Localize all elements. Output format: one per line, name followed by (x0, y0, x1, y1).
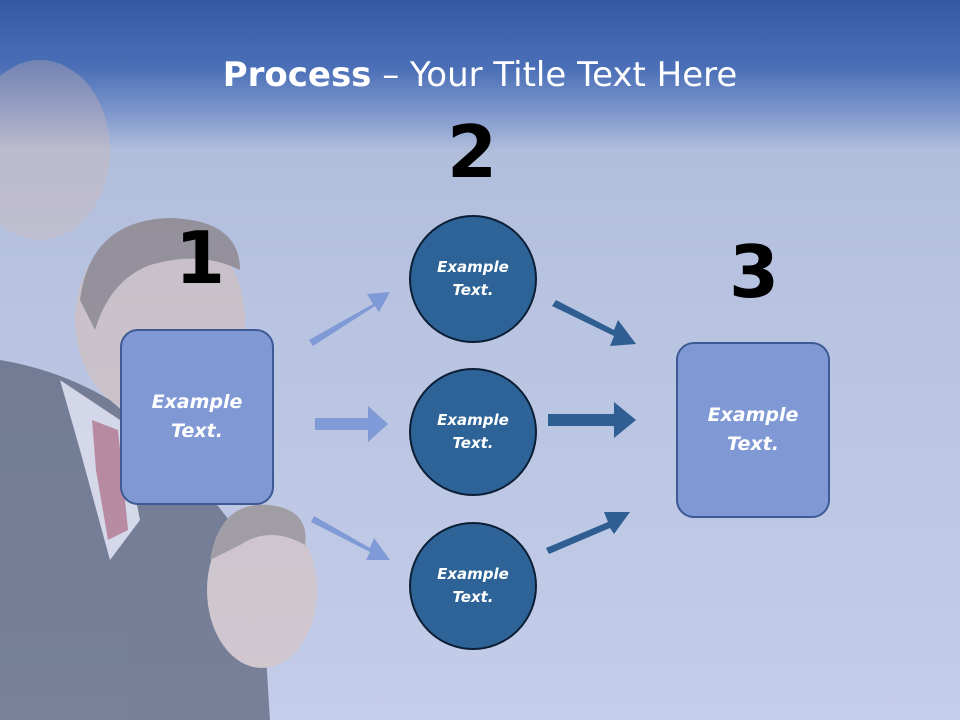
circle-bottom-line1: Example (437, 565, 509, 583)
circle-bottom-line2: Text. (452, 588, 494, 606)
arrow-down-right-light (311, 516, 390, 560)
right-box-line2: Text. (727, 433, 779, 455)
title-bold: Process (222, 55, 372, 95)
arrow-down-right-dark (552, 300, 636, 346)
step-number-3: 3 (728, 230, 780, 314)
circle-middle-line2: Text. (452, 434, 494, 452)
title-rest: – Your Title Text Here (371, 55, 738, 95)
step-number-1: 1 (174, 216, 226, 300)
circle-middle-line1: Example (437, 411, 509, 429)
arrow-right-dark (548, 402, 636, 438)
step-number-2: 2 (446, 110, 498, 194)
header-band (0, 0, 960, 150)
left-box-line2: Text. (171, 420, 223, 442)
circle-top-line1: Example (437, 258, 509, 276)
right-box-line1: Example (707, 404, 799, 426)
arrow-up-right-dark (546, 512, 630, 554)
arrow-right-light (315, 406, 388, 442)
circle-top-line2: Text. (452, 281, 494, 299)
left-box-line1: Example (151, 391, 243, 413)
arrow-up-right-light (309, 292, 390, 346)
slide-title: Process – Your Title Text Here (0, 52, 960, 98)
